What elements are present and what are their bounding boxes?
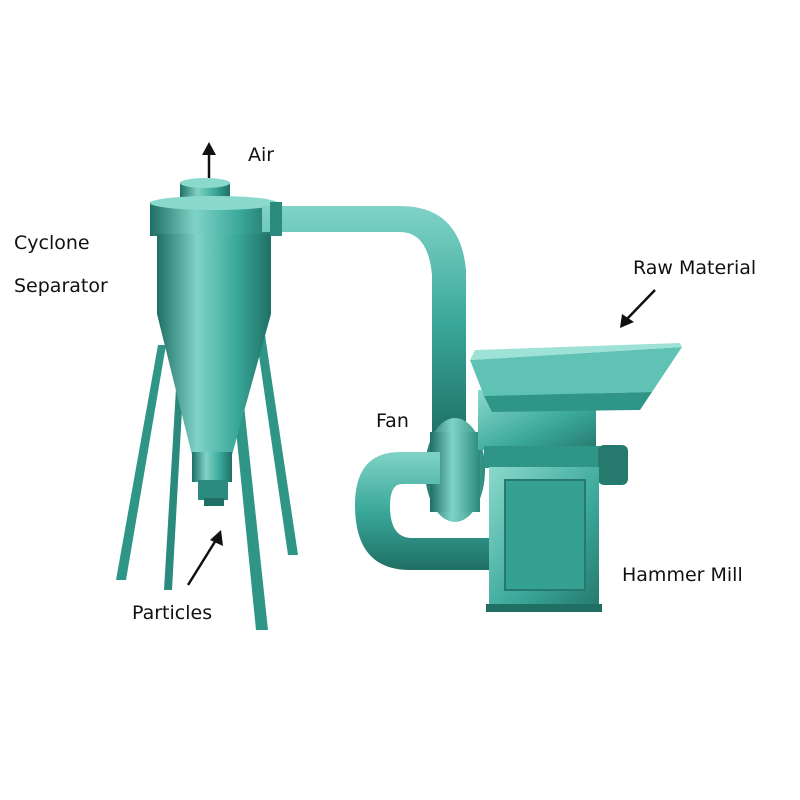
fan-label: Fan (376, 410, 409, 432)
cyclone-legs (116, 330, 298, 630)
cyclone-label-line2: Separator (14, 274, 108, 297)
connecting-pipe (262, 202, 466, 440)
cyclone-separator-label: Cyclone Separator (14, 232, 108, 319)
cyclone-separator (150, 178, 278, 506)
raw-material-label: Raw Material (633, 257, 757, 279)
air-label: Air (248, 144, 275, 166)
particles-label: Particles (132, 602, 213, 624)
hammer-mill (470, 343, 682, 612)
annotation-arrows (186, 142, 656, 586)
hammer-mill-label: Hammer Mill (622, 564, 743, 586)
raw-material-arrow (625, 289, 656, 321)
particles-arrow (186, 539, 218, 586)
return-pipe (355, 452, 495, 570)
fan (425, 418, 485, 522)
cyclone-label-line1: Cyclone (14, 232, 90, 254)
